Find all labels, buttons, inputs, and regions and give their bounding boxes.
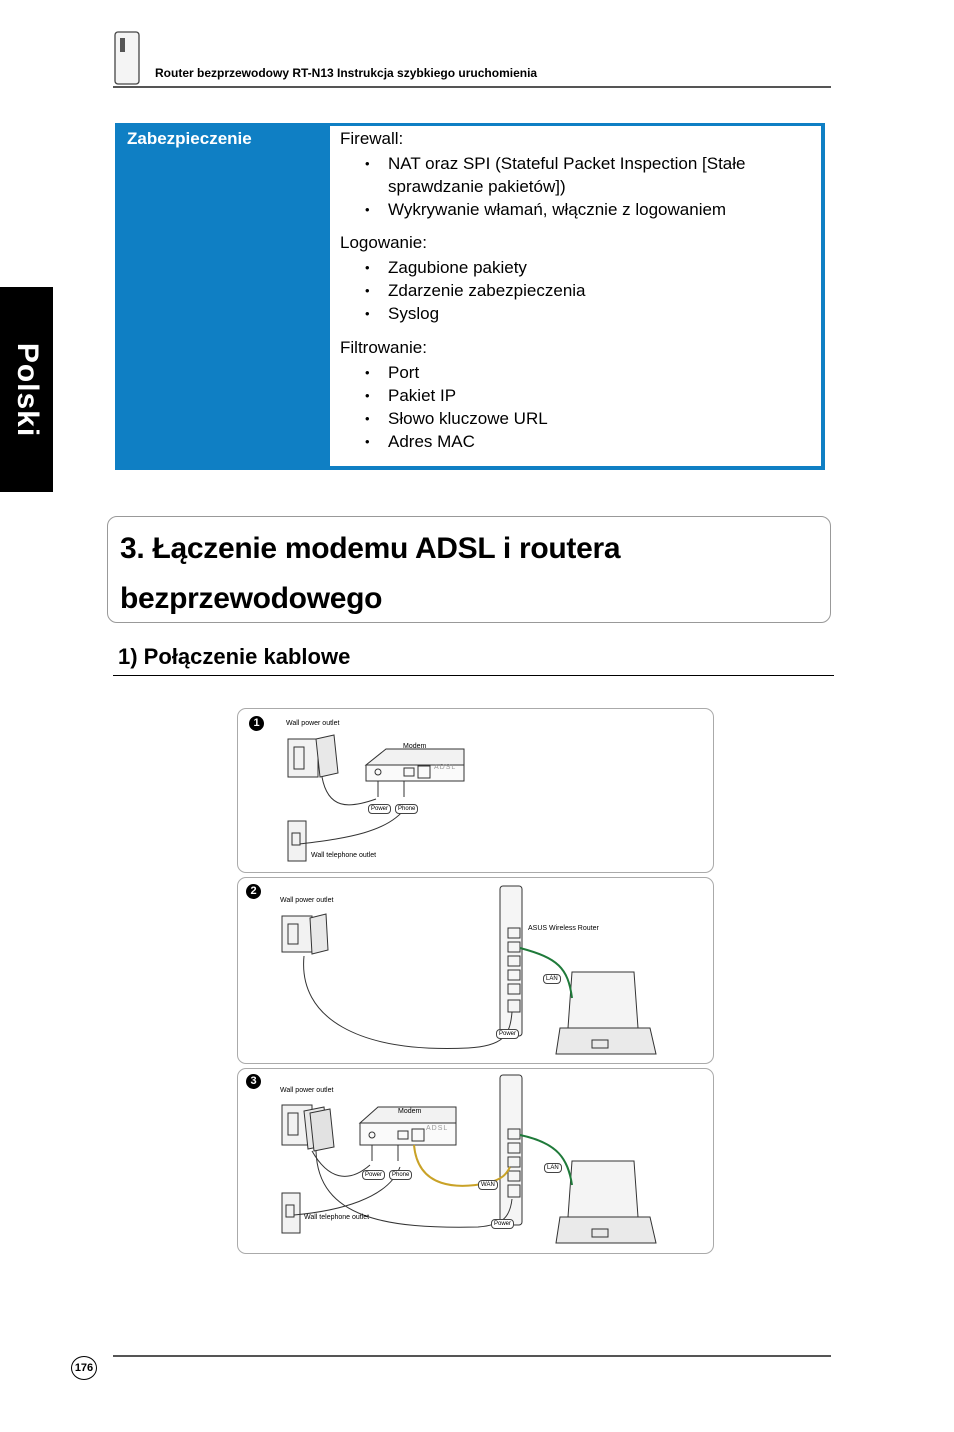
list-item: NAT oraz SPI (Stateful Packet Inspection… [340, 152, 821, 198]
panel-1-illustration [287, 734, 465, 862]
list-item: Adres MAC [340, 430, 548, 453]
phone-port-tag: Phone [389, 1170, 413, 1180]
spec-section-filtering: Filtrowanie: Port Pakiet IP Słowo kluczo… [340, 338, 548, 453]
page-number: 176 [71, 1356, 97, 1380]
wall-power-label: Wall power outlet [286, 720, 340, 727]
modem-label: Modem [403, 743, 427, 750]
section-heading-box [107, 516, 831, 623]
footer-divider [113, 1355, 831, 1357]
step-number: 1 [249, 716, 264, 731]
adsl-label: ADSL [426, 1125, 449, 1132]
section-title-line1: 3. Łączenie modemu ADSL i routera [120, 532, 621, 565]
wan-port-tag: WAN [478, 1180, 498, 1190]
list-item: Pakiet IP [340, 384, 548, 407]
diagram-panel-1: 1 Wall power outlet Modem ADSL Power Pho… [237, 708, 714, 873]
step-number: 2 [246, 884, 261, 899]
router-label: ASUS Wireless Router [528, 925, 599, 932]
language-tab-label: Polski [10, 342, 44, 437]
header-title: Router bezprzewodowy RT-N13 Instrukcja s… [155, 66, 538, 80]
lan-port-tag: LAN [543, 974, 561, 984]
subsection-divider [113, 675, 834, 676]
lan-port-tag: LAN [544, 1163, 562, 1173]
diagram-panel-3: 3 [237, 1068, 714, 1254]
section-title-line2: bezprzewodowego [120, 582, 383, 615]
spec-body: Firewall: NAT oraz SPI (Stateful Packet … [330, 126, 821, 466]
spec-section-logging: Logowanie: Zagubione pakiety Zdarzenie z… [340, 233, 586, 325]
power-port-tag: Power [368, 804, 392, 814]
panel-2-illustration [281, 885, 657, 1055]
list-item: Wykrywanie włamań, włącznie z logowaniem [340, 198, 821, 221]
step-number: 3 [246, 1074, 261, 1089]
power2-port-tag: Power [491, 1219, 515, 1229]
spec-label: Zabezpieczenie [127, 129, 252, 148]
list-item: Port [340, 361, 548, 384]
section-heading: Firewall: [340, 129, 404, 148]
adsl-label: ADSL [434, 764, 457, 771]
diagram-panel-2: 2 Wall power outlet ASUS Wireless Router… [237, 877, 714, 1064]
list-item: Zdarzenie zabezpieczenia [340, 279, 586, 302]
wall-phone-label: Wall telephone outlet [304, 1214, 370, 1221]
wall-power-label: Wall power outlet [280, 1087, 334, 1094]
panel-3-illustration [281, 1074, 657, 1244]
section-heading: Filtrowanie: [340, 338, 427, 357]
power-port-tag: Power [496, 1029, 520, 1039]
modem-label: Modem [398, 1108, 422, 1115]
header-divider [113, 86, 831, 88]
subsection-title: 1) Połączenie kablowe [118, 644, 351, 669]
language-tab: Polski [0, 287, 53, 492]
list-item: Słowo kluczowe URL [340, 407, 548, 430]
phone-port-tag: Phone [395, 804, 419, 814]
power-port-tag: Power [362, 1170, 386, 1180]
router-logo-icon [114, 31, 140, 85]
list-item: Syslog [340, 302, 586, 325]
section-heading: Logowanie: [340, 233, 427, 252]
wall-phone-label: Wall telephone outlet [311, 852, 377, 859]
spec-section-firewall: Firewall: NAT oraz SPI (Stateful Packet … [340, 129, 821, 221]
section-title: 3. Łączenie modemu ADSL i routera bezprz… [120, 524, 621, 624]
list-item: Zagubione pakiety [340, 256, 586, 279]
wall-power-label: Wall power outlet [280, 897, 334, 904]
